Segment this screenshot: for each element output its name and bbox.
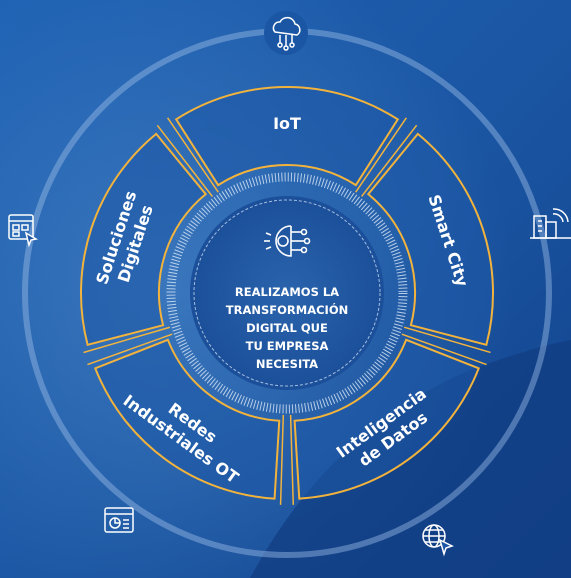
center-line-4: TU EMPRESA — [246, 339, 329, 353]
outer-icons-group — [8, 11, 571, 557]
center-line-3: DIGITAL QUE — [246, 321, 328, 335]
connector-2 — [279, 414, 295, 505]
digital-brain-icon — [264, 225, 311, 257]
center-line-1: REALIZAMOS LA — [235, 285, 339, 299]
connector-1 — [401, 326, 491, 366]
center-line-2: TRANSFORMACIÓN — [226, 302, 348, 317]
connectors-group — [83, 117, 491, 505]
segment-iot[interactable] — [174, 86, 400, 187]
ticks-ring — [166, 172, 408, 414]
connector-0 — [355, 117, 418, 197]
connector-3 — [83, 326, 173, 366]
center-line-5: NECESITA — [256, 357, 318, 371]
segment-inteligencia-de-datos[interactable] — [293, 338, 481, 500]
segment-label-line: IoT — [273, 114, 301, 133]
segment-smart-city[interactable] — [366, 132, 494, 347]
segment-redes-industriales-ot[interactable] — [93, 338, 281, 500]
connector-4 — [156, 117, 219, 197]
web-app-cursor-icon[interactable] — [8, 214, 39, 248]
center-disc — [190, 196, 384, 390]
cloud-network-icon[interactable] — [264, 11, 308, 55]
segment-soluciones-digitales[interactable] — [80, 132, 208, 347]
center-ring — [193, 199, 381, 387]
globe-cursor-icon[interactable] — [422, 524, 454, 557]
smart-building-icon[interactable] — [530, 208, 571, 239]
segment-label-iot: IoT — [273, 114, 301, 133]
browser-chart-icon[interactable] — [104, 507, 134, 533]
